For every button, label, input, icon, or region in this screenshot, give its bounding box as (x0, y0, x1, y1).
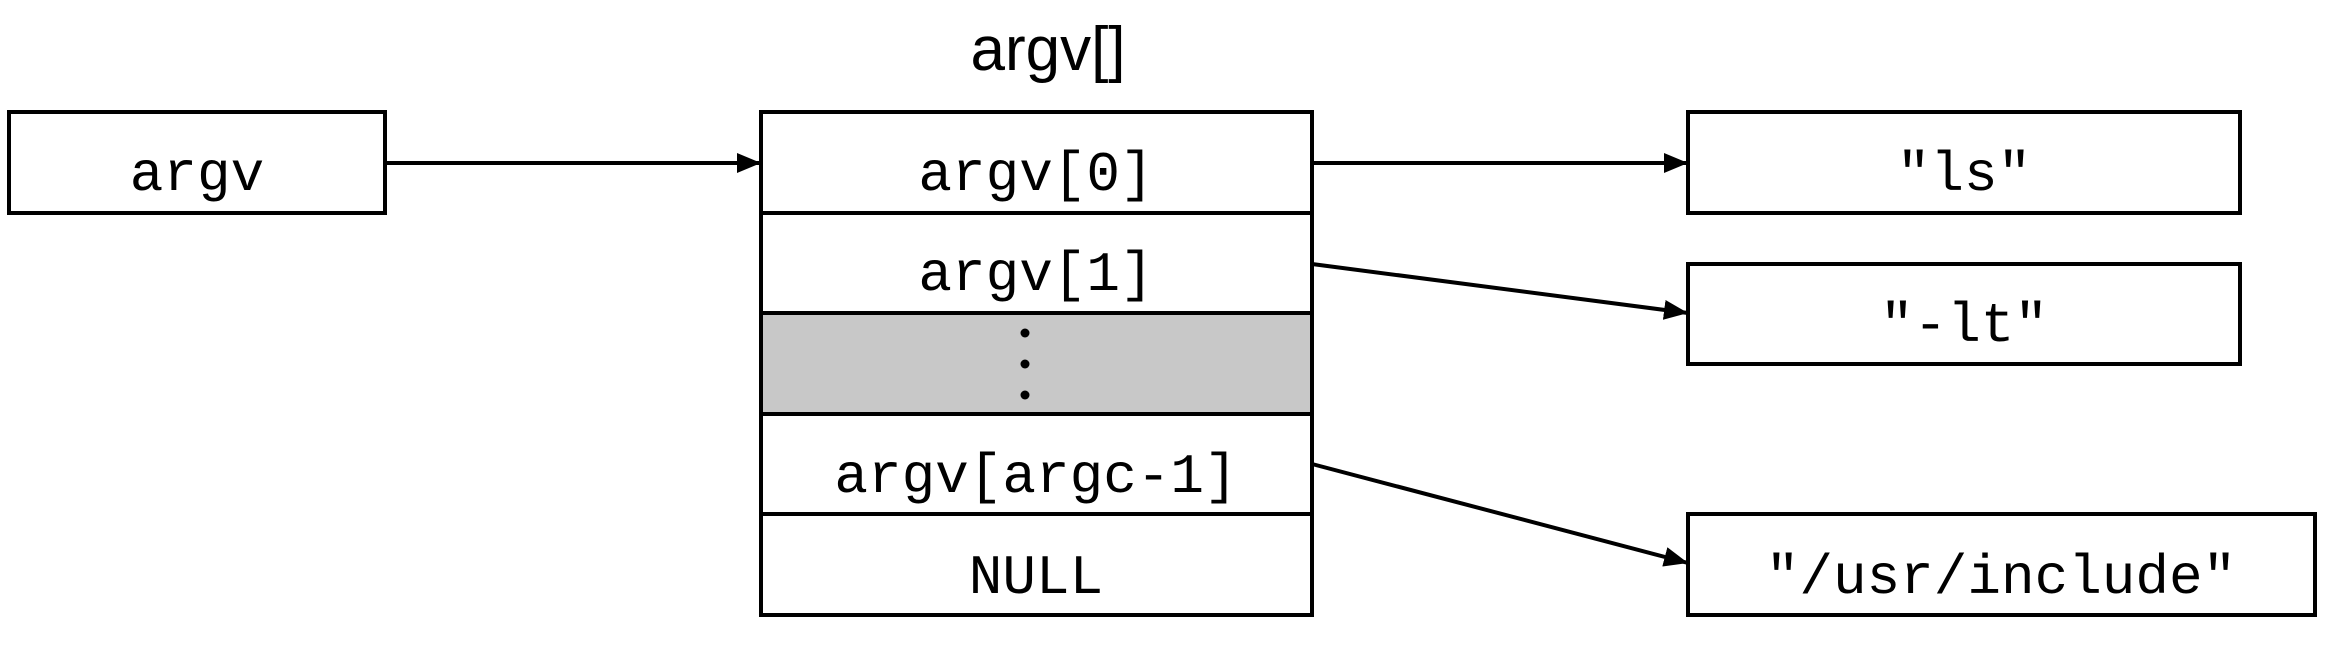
array-cell-label: argv[1] (918, 243, 1153, 307)
array-cell-0: argv[0] (759, 110, 1314, 215)
array-cell-last: argv[argc-1] (759, 412, 1314, 516)
array-cell-label: NULL (969, 546, 1103, 610)
array-cell-label: argv[argc-1] (834, 445, 1237, 509)
string-box-lt: "-lt" (1686, 262, 2242, 366)
arrow-argv1-to-lt (1311, 262, 1689, 320)
arrow-argvlast-to-usr-include (1311, 462, 1689, 567)
array-cell-ellipsis (759, 311, 1314, 416)
diagram-title: argv[] (970, 15, 1125, 84)
ellipsis-dot (1020, 359, 1030, 369)
argv-array: argv[0] argv[1] argv[argc-1] NULL (759, 110, 1314, 617)
string-label: "-lt" (1880, 294, 2048, 358)
string-box-usr-include: "/usr/include" (1686, 512, 2317, 617)
array-cell-label: argv[0] (918, 143, 1153, 207)
argv-pointer-box: argv (7, 110, 387, 215)
ellipsis-dot (1020, 328, 1030, 338)
ellipsis-dot (1020, 390, 1030, 400)
argv-pointer-label: argv (130, 143, 264, 207)
string-label: "/usr/include" (1766, 546, 2236, 610)
array-cell-null: NULL (759, 512, 1314, 617)
array-cell-1: argv[1] (759, 211, 1314, 315)
string-label: "ls" (1897, 143, 2031, 207)
string-box-ls: "ls" (1686, 110, 2242, 215)
